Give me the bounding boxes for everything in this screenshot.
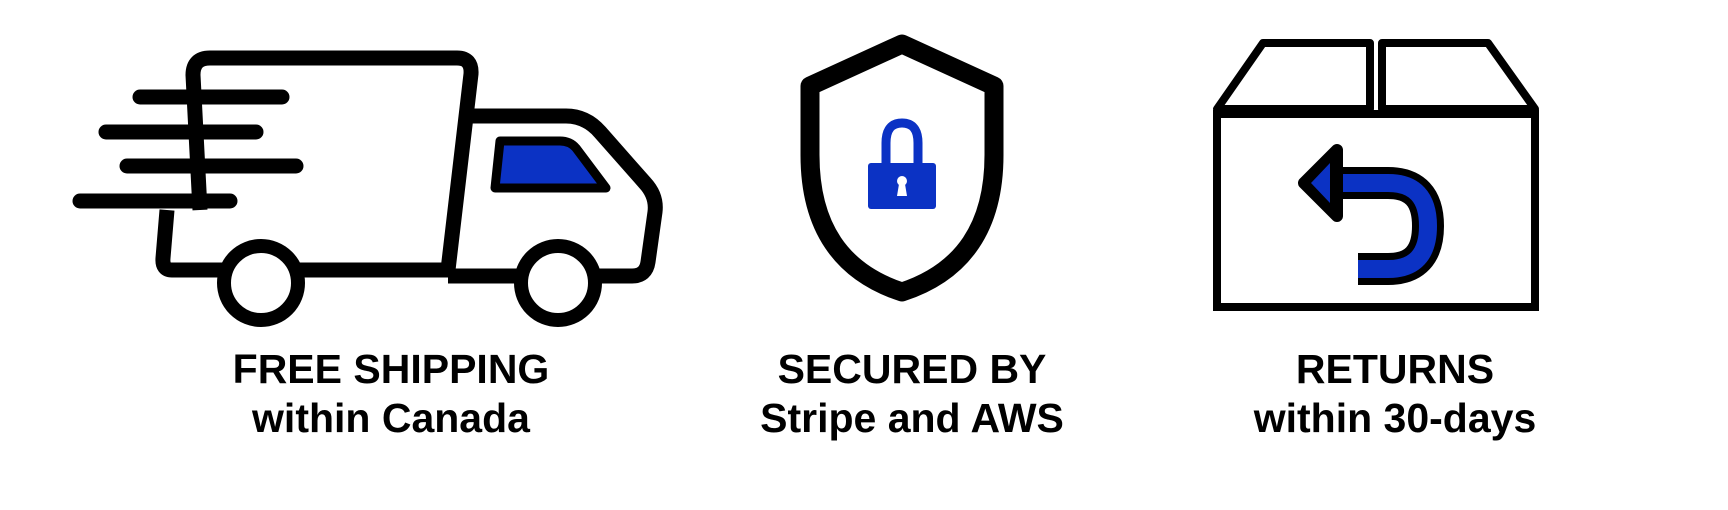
feature-secured: SECURED BY Stripe and AWS	[742, 0, 1082, 510]
feature-caption: FREE SHIPPING within Canada	[60, 345, 722, 443]
caption-line-1: SECURED BY	[777, 346, 1047, 392]
caption-line-1: FREE SHIPPING	[232, 346, 550, 392]
delivery-truck-icon	[72, 50, 663, 327]
caption-line-2: within Canada	[252, 395, 530, 441]
caption-line-2: within 30-days	[1253, 395, 1537, 441]
feature-free-shipping: FREE SHIPPING within Canada	[60, 0, 722, 510]
feature-returns: RETURNS within 30-days	[1200, 0, 1590, 510]
caption-line-2: Stripe and AWS	[760, 395, 1064, 441]
feature-caption: RETURNS within 30-days	[1200, 345, 1590, 443]
feature-caption: SECURED BY Stripe and AWS	[742, 345, 1082, 443]
caption-line-1: RETURNS	[1295, 346, 1495, 392]
shield-lock-icon	[800, 34, 1004, 302]
box-return-icon	[1213, 39, 1539, 311]
